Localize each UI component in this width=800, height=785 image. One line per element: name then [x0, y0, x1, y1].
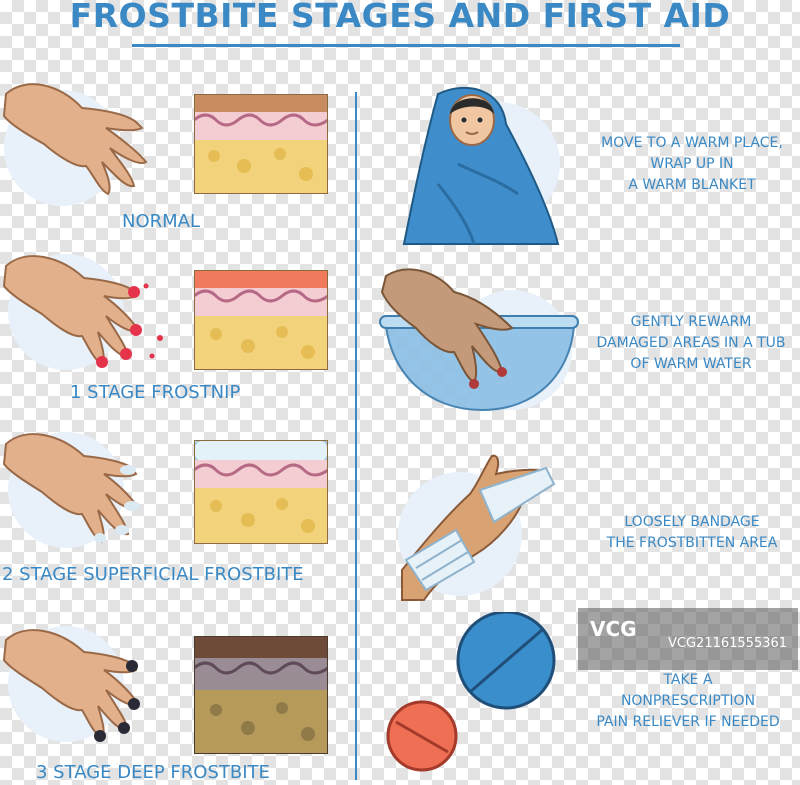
- aid-line: OF WARM WATER: [630, 356, 752, 372]
- pills-illustration: [386, 612, 556, 772]
- normal-hand-illustration: [2, 83, 148, 206]
- deep-skin-layers-icon: [194, 636, 328, 754]
- hand-in-tub-illustration: [379, 268, 579, 412]
- center-divider: [355, 92, 357, 780]
- aid-line: THE FROSTBITTEN AREA: [606, 535, 778, 551]
- aid-line: MOVE TO A WARM PLACE,: [601, 135, 783, 151]
- deep-frostbite-hand-illustration: [2, 626, 140, 742]
- aid-line: TAKE A: [663, 672, 713, 688]
- aid-line: GENTLY REWARM: [630, 314, 752, 330]
- bandaged-hand-illustration: [398, 454, 556, 601]
- watermark-logo: VCG: [590, 617, 637, 641]
- stage-label-superficial: 2 STAGE SUPERFICIAL FROSTBITE: [2, 564, 304, 585]
- normal-skin-layers-icon: [194, 94, 328, 194]
- aid-text-bandage: LOOSELY BANDAGE THE FROSTBITTEN AREA: [594, 512, 790, 554]
- aid-text-pain-reliever: TAKE A NONPRESCRIPTION PAIN RELIEVER IF …: [582, 670, 794, 733]
- stage-label-frostnip: 1 STAGE FROSTNIP: [70, 382, 241, 403]
- aid-line: A WARM BLANKET: [628, 177, 756, 193]
- superficial-frostbite-hand-illustration: [2, 432, 140, 548]
- aid-line: PAIN RELIEVER IF NEEDED: [596, 714, 780, 730]
- page-title: FROSTBITE STAGES AND FIRST AID: [69, 0, 731, 35]
- aid-line: DAMAGED AREAS IN A TUB: [596, 335, 786, 351]
- frostnip-skin-layers-icon: [194, 270, 328, 370]
- watermark-code: VCG21161555361: [668, 636, 788, 651]
- title-underline: [132, 44, 680, 47]
- person-in-blanket-illustration: [402, 86, 560, 245]
- watermark-box: [578, 608, 798, 670]
- aid-text-warm-place: MOVE TO A WARM PLACE, WRAP UP IN A WARM …: [586, 133, 798, 196]
- aid-line: NONPRESCRIPTION: [620, 693, 756, 709]
- superficial-skin-layers-icon: [194, 440, 328, 544]
- frostnip-hand-illustration: [2, 254, 163, 370]
- aid-line: LOOSELY BANDAGE: [624, 514, 760, 530]
- aid-text-rewarm: GENTLY REWARM DAMAGED AREAS IN A TUB OF …: [582, 312, 800, 375]
- stage-label-deep: 3 STAGE DEEP FROSTBITE: [36, 762, 270, 783]
- aid-line: WRAP UP IN: [650, 156, 734, 172]
- stage-label-normal: NORMAL: [122, 211, 201, 232]
